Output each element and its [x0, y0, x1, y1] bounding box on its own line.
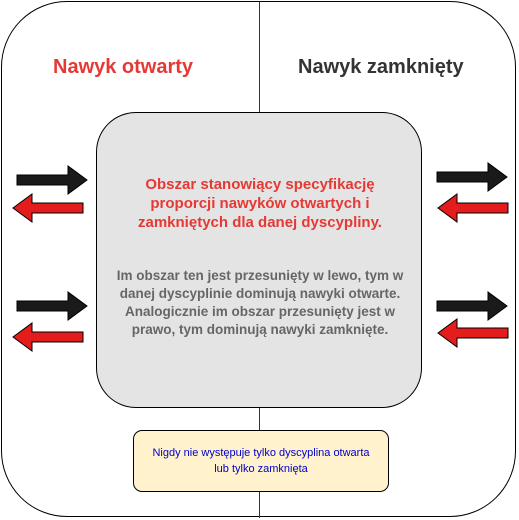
arrow-right-icon	[16, 291, 88, 321]
divider-top	[259, 2, 260, 115]
central-area-highlight: Obszar stanowiący specyfikację proporcji…	[138, 176, 382, 231]
heading-open-habit: Nawyk otwarty	[53, 56, 194, 78]
heading-closed-habit: Nawyk zamknięty	[298, 56, 464, 78]
arrow-right-icon	[436, 162, 508, 192]
arrow-left-icon	[12, 193, 84, 223]
arrow-left-icon	[12, 322, 84, 352]
arrow-left-icon	[437, 193, 509, 223]
central-area-explanation: Im obszar ten jest przesunięty w lewo, t…	[116, 268, 404, 337]
note-box: Nigdy nie występuje tylko dyscyplina otw…	[133, 430, 389, 492]
central-area-box	[96, 112, 422, 408]
arrow-right-icon	[436, 291, 508, 321]
arrow-right-icon	[16, 165, 88, 195]
note-text: Nigdy nie występuje tylko dyscyplina otw…	[152, 447, 370, 475]
arrow-left-icon	[437, 318, 509, 348]
